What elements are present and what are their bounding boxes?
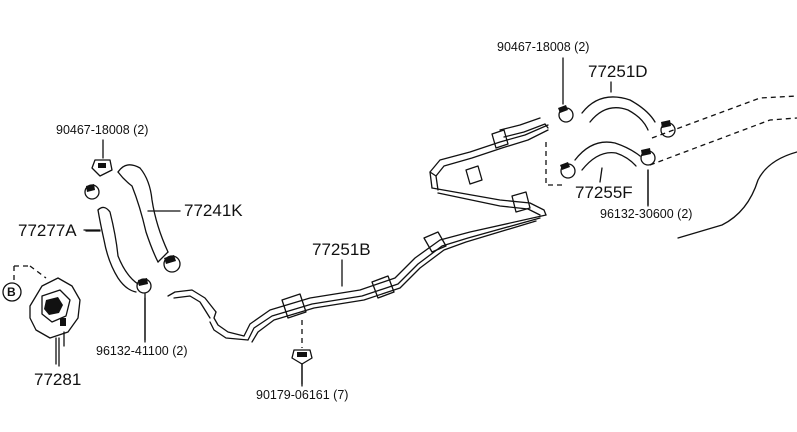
hose-77241K bbox=[117, 164, 181, 273]
hose-77251D bbox=[558, 96, 676, 138]
pipe-brackets bbox=[281, 129, 531, 319]
callout-90467-18008-left: 90467-18008 (2) bbox=[56, 123, 149, 137]
component-77281 bbox=[2, 265, 81, 365]
body-outline bbox=[545, 95, 797, 239]
callout-77251B: 77251B bbox=[312, 240, 371, 259]
callout-77281: 77281 bbox=[34, 370, 82, 389]
callout-77277A: 77277A bbox=[18, 221, 77, 240]
hose-77277A bbox=[83, 206, 152, 341]
callout-90179-06161: 90179-06161 (7) bbox=[256, 388, 349, 402]
callout-90467-18008-right: 90467-18008 (2) bbox=[497, 40, 590, 54]
callout-96132-41100: 96132-41100 (2) bbox=[96, 344, 188, 358]
callout-77241K: 77241K bbox=[184, 201, 243, 220]
callout-77255F: 77255F bbox=[575, 183, 633, 202]
callout-96132-30600: 96132-30600 (2) bbox=[600, 207, 693, 221]
view-marker-b: B bbox=[7, 285, 16, 299]
leader-lines bbox=[58, 57, 649, 387]
callout-77251D: 77251D bbox=[588, 62, 648, 81]
clip-90467-18008-left bbox=[84, 139, 113, 200]
pipe-assembly-77251B bbox=[167, 117, 549, 343]
